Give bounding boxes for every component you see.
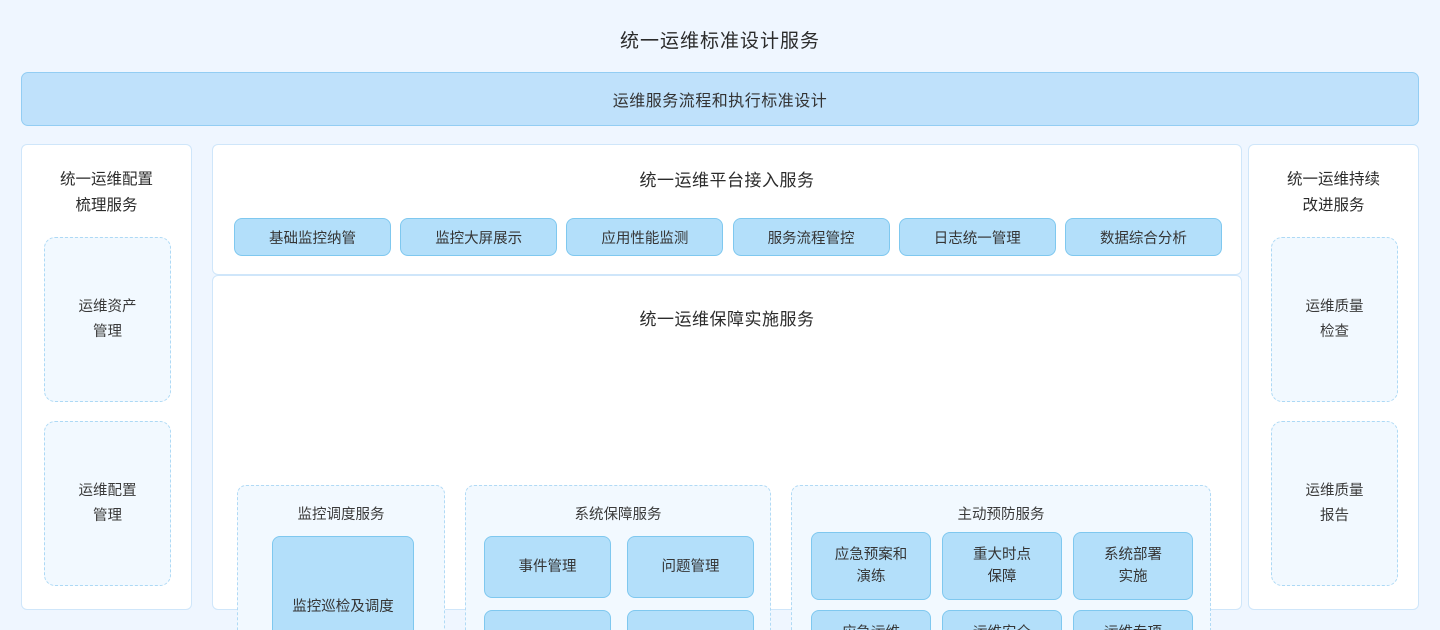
left-panel-box-config[interactable]: 运维配置 管理: [44, 421, 171, 586]
pill-apm-monitoring[interactable]: 应用性能监测: [566, 218, 724, 256]
left-panel-title: 统一运维配置 梳理服务: [59, 171, 153, 214]
pill-log-management[interactable]: 日志统一管理: [898, 218, 1056, 256]
box-change-management[interactable]: 变更管理: [627, 610, 754, 630]
platform-access-pill-row: 基础监控纳管 监控大屏展示 应用性能监测 服务流程管控 日志统一管理 数据综合分…: [234, 218, 1222, 256]
group-monitor-dispatch-title: 监控调度服务: [297, 507, 385, 523]
pill-dashboard-display[interactable]: 监控大屏展示: [400, 218, 558, 256]
proactive-prevention-grid: 应急预案和 演练 重大时点 保障 系统部署 实施 应急运维 优化 运维安全 保障…: [811, 532, 1193, 630]
box-major-event-assurance[interactable]: 重大时点 保障: [942, 532, 1062, 600]
left-panel-box-asset[interactable]: 运维资产 管理: [44, 237, 171, 402]
pill-basic-monitoring[interactable]: 基础监控纳管: [234, 218, 391, 256]
group-system-assurance: 系统保障服务 事件管理 问题管理 请求管理 变更管理: [465, 485, 771, 630]
pill-data-analysis[interactable]: 数据综合分析: [1064, 218, 1222, 256]
group-system-assurance-title: 系统保障服务: [574, 507, 662, 523]
right-panel-title: 统一运维持续 改进服务: [1286, 171, 1380, 214]
box-ops-security-assurance[interactable]: 运维安全 保障: [942, 610, 1062, 630]
banner-label: 运维服务流程和执行标准设计: [612, 93, 828, 110]
box-incident-management[interactable]: 事件管理: [484, 536, 611, 598]
group-proactive-prevention-title: 主动预防服务: [957, 507, 1045, 523]
group-proactive-prevention: 主动预防服务 应急预案和 演练 重大时点 保障 系统部署 实施 应急运维 优化 …: [791, 485, 1211, 630]
system-assurance-grid: 事件管理 问题管理 请求管理 变更管理: [484, 536, 754, 630]
right-panel-box-quality-report[interactable]: 运维质量 报告: [1271, 421, 1398, 586]
group-monitor-dispatch: 监控调度服务 监控巡检及调度: [237, 485, 445, 630]
center-column: 统一运维平台接入服务 基础监控纳管 监控大屏展示 应用性能监测 服务流程管控 日…: [212, 144, 1242, 630]
right-panel-continuous-improvement: 统一运维持续 改进服务 运维质量 检查 运维质量 报告: [1248, 144, 1419, 610]
box-emergency-plan-drill[interactable]: 应急预案和 演练: [811, 532, 931, 600]
right-panel-box-quality-check[interactable]: 运维质量 检查: [1271, 237, 1398, 402]
box-ops-special-assurance[interactable]: 运维专项 保障: [1073, 610, 1193, 630]
platform-access-panel: 统一运维平台接入服务 基础监控纳管 监控大屏展示 应用性能监测 服务流程管控 日…: [212, 144, 1242, 275]
assurance-implementation-panel: 统一运维保障实施服务 监控调度服务 监控巡检及调度 系统保障服务 事件管理 问题…: [212, 275, 1242, 630]
box-monitor-inspection-dispatch[interactable]: 监控巡检及调度: [272, 536, 414, 630]
box-emergency-ops-optimize[interactable]: 应急运维 优化: [811, 610, 931, 630]
page-title: 统一运维标准设计服务: [619, 31, 820, 52]
assurance-title: 统一运维保障实施服务: [639, 310, 815, 329]
standard-design-banner: 运维服务流程和执行标准设计: [21, 72, 1419, 126]
box-problem-management[interactable]: 问题管理: [627, 536, 754, 598]
box-request-management[interactable]: 请求管理: [484, 610, 611, 630]
platform-access-title: 统一运维平台接入服务: [639, 171, 815, 190]
pill-process-control[interactable]: 服务流程管控: [732, 218, 890, 256]
left-panel-config-management: 统一运维配置 梳理服务 运维资产 管理 运维配置 管理: [21, 144, 192, 610]
box-system-deployment[interactable]: 系统部署 实施: [1073, 532, 1193, 600]
